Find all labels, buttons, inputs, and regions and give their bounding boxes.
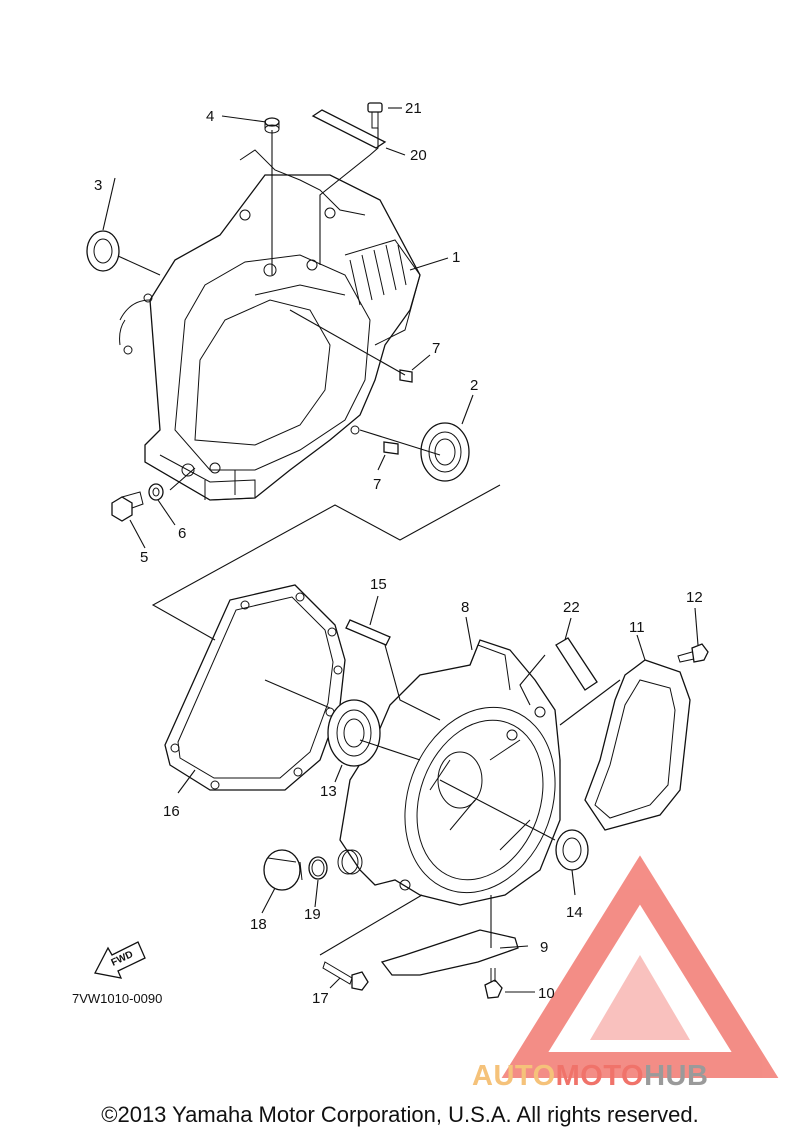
- part-number-2: 2: [470, 377, 478, 394]
- oil-seal-icon: [555, 829, 589, 871]
- bolt-icon: [322, 961, 369, 991]
- part-number-1: 1: [452, 249, 460, 266]
- watermark-brand: AUTOMOTOHUB: [472, 1060, 708, 1093]
- bolt-icon: [484, 968, 503, 999]
- bearing-icon: [327, 699, 381, 767]
- part-number-16: 16: [163, 803, 180, 820]
- gasket-icon: [164, 584, 346, 791]
- bracket-icon: [380, 929, 519, 976]
- part-number-7-lower: 7: [373, 476, 381, 493]
- fwd-arrow-icon: FWD: [94, 941, 146, 979]
- part-number-18: 18: [250, 916, 267, 933]
- part-number-7-upper: 7: [432, 340, 440, 357]
- leader-lines: [102, 107, 699, 993]
- part-number-14: 14: [566, 904, 583, 921]
- part-number-15: 15: [370, 576, 387, 593]
- part-number-21: 21: [405, 100, 422, 117]
- part-number-17: 17: [312, 990, 329, 1007]
- diagram-code: 7VW1010-0090: [72, 991, 162, 1006]
- bearing-icon: [420, 422, 470, 482]
- part-number-5: 5: [140, 549, 148, 566]
- part-number-11: 11: [629, 619, 645, 636]
- watermark-word-moto: MOTO: [555, 1060, 645, 1092]
- watermark-word-hub: HUB: [644, 1060, 709, 1092]
- o-ring-icon: [308, 856, 328, 880]
- oil-filler-plug-icon: [263, 849, 303, 891]
- part-number-6: 6: [178, 525, 186, 542]
- dowel-pin-icon: [383, 369, 413, 455]
- drain-bolt-icon: [111, 491, 144, 522]
- part-number-19: 19: [304, 906, 321, 923]
- dowel-icon: [345, 619, 391, 646]
- part-number-4: 4: [206, 108, 214, 125]
- part-number-12: 12: [686, 589, 703, 606]
- part-number-8: 8: [461, 599, 469, 616]
- bolt-icon: [677, 643, 709, 663]
- crankcase-assembly: [119, 149, 421, 501]
- oil-seal-icon: [86, 230, 120, 272]
- plate-icon: [311, 109, 387, 149]
- part-number-10: 10: [538, 985, 555, 1002]
- part-number-3: 3: [94, 177, 102, 194]
- copyright-notice: ©2013 Yamaha Motor Corporation, U.S.A. A…: [101, 1102, 699, 1127]
- spring-icon: [337, 849, 363, 875]
- watermark-word-auto: AUTO: [472, 1060, 556, 1092]
- cover-icon: [584, 659, 691, 831]
- part-number-9: 9: [540, 939, 548, 956]
- part-number-13: 13: [320, 783, 337, 800]
- plate-icon: [555, 637, 598, 691]
- watermark-logo-icon: [501, 855, 779, 1078]
- washer-icon: [148, 483, 164, 501]
- bolt-icon: [367, 102, 383, 129]
- part-number-labels: 3 4 21 20 1 7 2 7 6 5 15 8 22 11 12 13 1…: [72, 100, 703, 1007]
- part-number-22: 22: [563, 599, 580, 616]
- crankcase-cover: [339, 639, 561, 906]
- part-number-20: 20: [410, 147, 427, 164]
